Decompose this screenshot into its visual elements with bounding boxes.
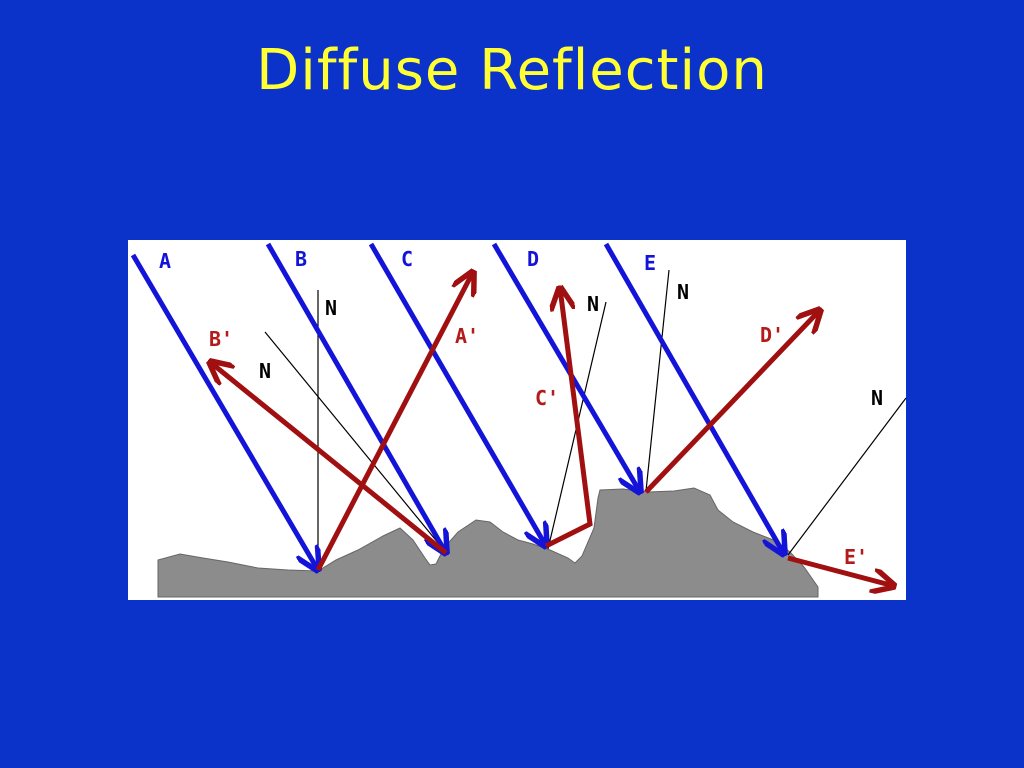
rough-surface [157,487,819,598]
label-c: C [401,247,413,271]
label-c-prime: C' [535,386,559,410]
reflected-ray-e [787,555,894,586]
incident-ray-b [265,242,446,553]
normal-label-a: N [325,296,337,320]
incident-ray-d [491,242,640,492]
diffuse-reflection-diagram: A B C D E A' B' C' D' E' N N N N N [128,240,906,600]
label-b-prime: B' [209,327,233,351]
normal-label-e: N [871,386,883,410]
normal-label-b: N [259,359,271,383]
label-e-prime: E' [844,545,868,569]
label-a-prime: A' [455,324,479,348]
diagram-svg: A B C D E A' B' C' D' E' N N N N N [130,242,906,598]
reflected-ray-a [315,272,473,572]
incident-ray-e [603,242,784,554]
label-d: D [527,247,539,271]
normal-label-d: N [677,280,689,304]
label-b: B [295,247,307,271]
reflected-ray-b [210,362,448,555]
incident-ray-a [130,253,318,570]
label-d-prime: D' [760,323,784,347]
reflected-ray-c [544,288,593,549]
normal-line-b [264,331,449,556]
label-a: A [159,249,171,273]
normal-line-e [787,397,906,556]
reflected-ray-d [644,310,820,494]
slide-title: Diffuse Reflection [256,38,768,103]
label-e: E [644,251,656,275]
incident-ray-c [368,242,546,546]
normal-label-c: N [587,292,599,316]
normal-line-d [645,269,670,492]
